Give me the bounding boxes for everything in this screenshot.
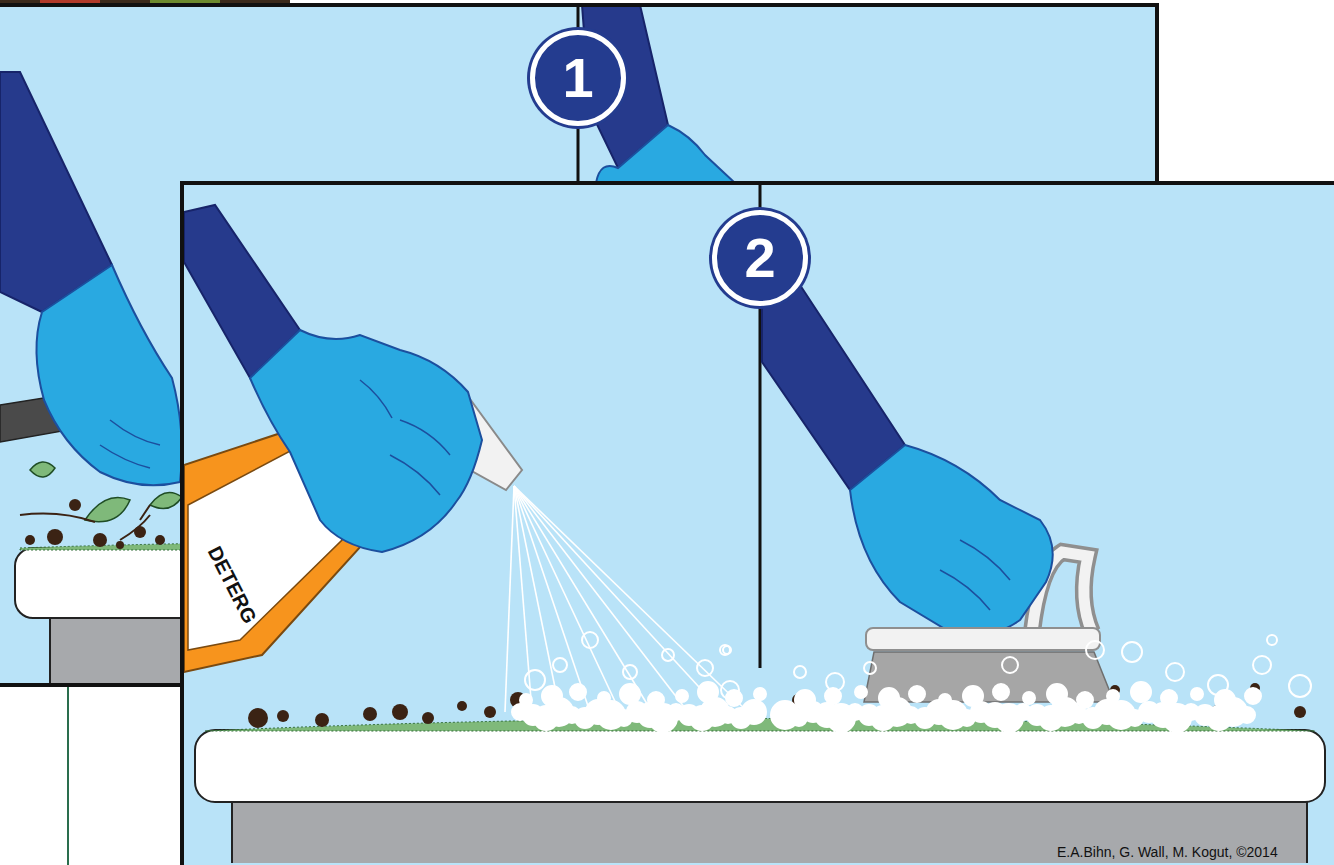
dirt-speck [93,533,107,547]
dirt-speck [1294,706,1306,718]
dirt-speck [392,704,408,720]
foam-bubble [826,673,844,691]
foam-bubble [1107,690,1119,702]
foam-bubble [582,632,598,648]
glove [850,445,1053,635]
leader-line [67,685,69,865]
brush-base [866,628,1100,650]
foam-bubble [909,686,925,702]
foam-bubble [1077,692,1093,708]
leaf [150,493,182,509]
dirt-speck [484,706,496,718]
foam-bubble [1166,663,1184,681]
foam-bubble [553,658,567,672]
counter-top [195,730,1325,802]
spray-line [514,486,748,712]
glove [250,330,482,552]
foam-bubble [1267,635,1277,645]
dirt-speck [315,713,329,727]
foam-bubble [1086,641,1104,659]
leaf [85,498,130,522]
foam-bubble [742,700,766,724]
foam-bubble [1245,688,1261,704]
dirt-speck [69,499,81,511]
foam-bubble [1191,688,1203,700]
dirt-speck [155,535,165,545]
panel-frame [182,183,1334,865]
credit-line: E.A.Bihn, G. Wall, M. Kogut, ©2014 [1057,844,1278,860]
spray-line [514,486,590,712]
foam-bubble [570,684,586,700]
spray-line [514,486,620,712]
foam-bubble [855,686,867,698]
spray-line [514,486,560,712]
panel-content [184,185,1325,863]
foam-bubble [623,665,637,679]
foam-bubble [1208,675,1228,695]
dirt-speck [47,529,63,545]
dirt-speck [422,712,434,724]
glove-fold [360,380,450,495]
glove-fold [100,420,160,468]
spray-line [514,486,722,712]
foam-bubble [676,690,688,702]
foam-bubble [754,688,766,700]
dirt-speck [116,541,124,549]
panel-2 [182,183,1334,865]
spray-line [514,486,688,712]
foam-bubble [525,670,545,690]
foam-bubble [1002,657,1018,673]
foam-bubble [520,694,532,706]
step-number-circle: 1 [530,30,626,126]
foam-bubble [1023,692,1035,704]
foam-bubble [1122,642,1142,662]
foam-bubble [1239,707,1255,723]
step-number: 1 [562,50,593,106]
foam-bubble [1253,656,1271,674]
foam-bubble [993,684,1009,700]
foam-bubble [1289,675,1311,697]
sleeve [762,272,905,490]
spray-line [505,486,514,712]
leaf [30,462,55,477]
twig [20,505,150,540]
dirt-speck [277,710,289,722]
brush-bristles [864,652,1114,702]
foam-bubble [721,681,739,699]
glove [36,265,181,485]
dirt-speck [457,701,467,711]
step-number-circle: 2 [712,210,808,306]
dirt-speck [363,707,377,721]
counter-base [232,802,1307,863]
foam-bubble [697,660,713,676]
foam-bubble [864,662,876,674]
foam-bubble [723,646,731,654]
foam-bubble [1131,682,1151,702]
foam-bubble [662,649,674,661]
glove-fold [940,540,1010,610]
foam-bubble [794,666,806,678]
step-number: 2 [744,230,775,286]
dirt-speck [134,526,146,538]
dirt-speck [248,708,268,728]
glove [596,125,735,183]
dirt-speck [25,535,35,545]
foam-bubble [720,645,730,655]
